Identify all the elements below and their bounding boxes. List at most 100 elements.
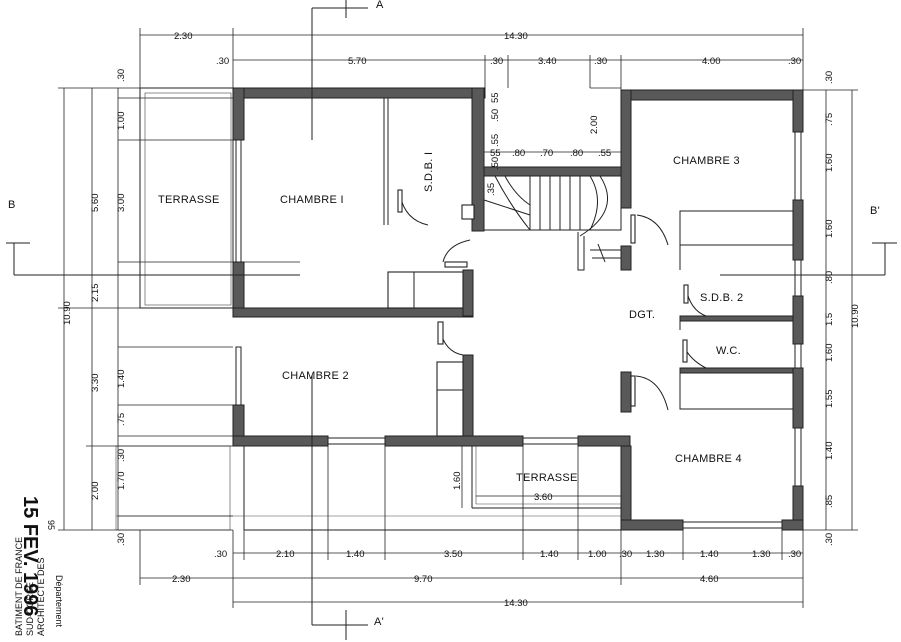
dim-bottom-outer-total: 14.30: [504, 598, 528, 609]
dim-bottom-10: .30: [788, 549, 801, 560]
dim-bottom-6: .30: [619, 549, 632, 560]
dim-top-outer-left: 2.30: [174, 31, 193, 42]
dim-stair-0: 55: [490, 148, 501, 159]
dim-right-outer-total: 10.90: [850, 304, 861, 328]
dim-bottom-3: 3.50: [444, 549, 463, 560]
room-chambre-2: CHAMBRE 2: [282, 370, 349, 382]
dim-bottom-0: .30: [214, 549, 227, 560]
dim-left-mid-0: 5.60: [90, 194, 101, 213]
approval-stamp: BATIMENT DE FRANCE SUD-CORSE ARCHITECTE …: [14, 496, 64, 636]
room-terrasse-left: TERRASSE: [158, 194, 220, 206]
dim-left-mid-1: 2.15: [90, 284, 101, 303]
dim-right-inner-8: 1.40: [824, 442, 835, 461]
dim-top-inner-2: .30: [490, 56, 503, 67]
dim-stair-v-2: .55: [490, 134, 501, 147]
dim-left-inner-5: .30: [116, 449, 127, 462]
dim-bottom-mid: 9.70: [414, 574, 433, 585]
dim-left-outer-total: 10.90: [62, 301, 73, 325]
room-wc: W.C.: [716, 345, 741, 357]
dim-bottom-4: 1.40: [540, 549, 559, 560]
closet-ch3: [679, 210, 794, 246]
dim-right-inner-10: .30: [824, 533, 835, 546]
staircase: [461, 175, 622, 271]
dim-terrasse-width: 3.60: [534, 492, 553, 503]
room-terrasse-bottom: TERRASSE: [516, 472, 578, 484]
dim-stair-3: .80: [570, 148, 583, 159]
dim-left-mid-2: 3.30: [90, 374, 101, 393]
room-sdb-1: S.D.B. I: [423, 152, 435, 192]
dim-bottom-2: 1.40: [346, 549, 365, 560]
dim-stair-depth: 2.00: [589, 116, 600, 135]
dim-left-inner-7: .30: [116, 533, 127, 546]
stamp-number: 95: [46, 520, 56, 530]
wall-bottom-a: [232, 435, 329, 447]
closet-ch4: [679, 372, 794, 410]
dim-left-mid-3: 2.00: [90, 482, 101, 501]
dim-terrasse-depth: 1.60: [452, 472, 463, 491]
wall-left-b: [232, 261, 245, 309]
dim-left-inner-2: 3.00: [116, 194, 127, 213]
dim-bottom-8: 1.40: [700, 549, 719, 560]
dim-bottom-7: 1.30: [646, 549, 665, 560]
wall-ch4-left: [620, 371, 632, 413]
dim-stair-2: .70: [540, 148, 553, 159]
dim-left-inner-3: 1.40: [116, 370, 127, 389]
dimension-lines: [58, 28, 858, 608]
room-chambre-3: CHAMBRE 3: [673, 155, 740, 167]
dim-top-inner-6: .30: [788, 56, 801, 67]
dim-right-inner-3: 1.60: [824, 220, 835, 239]
dim-right-inner-1: .75: [824, 113, 835, 126]
wall-top-left: [232, 87, 486, 99]
dim-stair-v-4: .35: [486, 183, 497, 196]
wall-bottom-c: [577, 435, 631, 447]
wall-stair-left: [471, 87, 485, 232]
dim-right-inner-0: .30: [824, 71, 835, 84]
wall-left-a: [232, 87, 245, 141]
stamp-line-1: BATIMENT DE FRANCE: [14, 537, 24, 636]
wall-ch4-left-b: [620, 445, 632, 531]
dim-left-inner-1: 1.00: [116, 112, 127, 131]
wall-corridor-b: [462, 354, 474, 437]
wall-bottom-b: [384, 435, 524, 447]
section-mark-a-bottom: A': [374, 616, 384, 628]
stamp-line-2: SUD-CORSE: [25, 582, 35, 636]
wall-wc-ch4: [679, 367, 794, 374]
closet-ch2: [436, 361, 464, 437]
wall-bottom-r-a: [620, 519, 684, 531]
wall-corridor-a: [462, 269, 474, 317]
windows: [235, 131, 802, 529]
dim-bottom-1: 2.10: [276, 549, 295, 560]
wall-bottom-r-b: [781, 519, 804, 531]
section-mark-b-right: B': [870, 205, 880, 217]
dim-bottom-5: 1.00: [588, 549, 607, 560]
dim-top-outer-total: 14.30: [504, 31, 528, 42]
dim-right-inner-6: 1.60: [824, 344, 835, 363]
dim-top-inner-1: 5.70: [348, 56, 367, 67]
dim-right-inner-2: 1.60: [824, 154, 835, 173]
section-lines: [6, 0, 897, 640]
stamp-line-4: Département: [54, 575, 64, 628]
dim-top-inner-5: 4.00: [702, 56, 721, 67]
room-chambre-1: CHAMBRE I: [280, 194, 344, 206]
room-sdb-2: S.D.B. 2: [700, 292, 743, 304]
dim-stair-4: .55: [598, 148, 611, 159]
stamp-date: 15 FEV. 1996: [19, 496, 41, 616]
dim-left-inner-0: .30: [116, 69, 127, 82]
dim-left-inner-4: .75: [116, 413, 127, 426]
wall-right-c: [792, 295, 804, 345]
section-mark-b-left: B: [8, 199, 16, 211]
dim-right-inner-9: .85: [824, 495, 835, 508]
section-mark-a-top: A: [376, 0, 384, 11]
dim-bottom-mid-right: 4.60: [700, 574, 719, 585]
room-chambre-4: CHAMBRE 4: [675, 453, 742, 465]
room-dgt: DGT.: [629, 309, 655, 321]
dim-right-inner-4: .80: [824, 271, 835, 284]
dim-stair-v-0: 55: [490, 92, 501, 103]
wall-right-a: [792, 89, 804, 133]
dim-left-inner-6: 1.70: [116, 472, 127, 491]
dim-right-inner-5: 1.5: [824, 313, 835, 326]
wall-ch3-left: [620, 89, 632, 209]
closet-ch1: [387, 271, 464, 309]
wall-sdb2-wc: [679, 315, 794, 322]
dim-bottom-9: 1.30: [752, 549, 771, 560]
